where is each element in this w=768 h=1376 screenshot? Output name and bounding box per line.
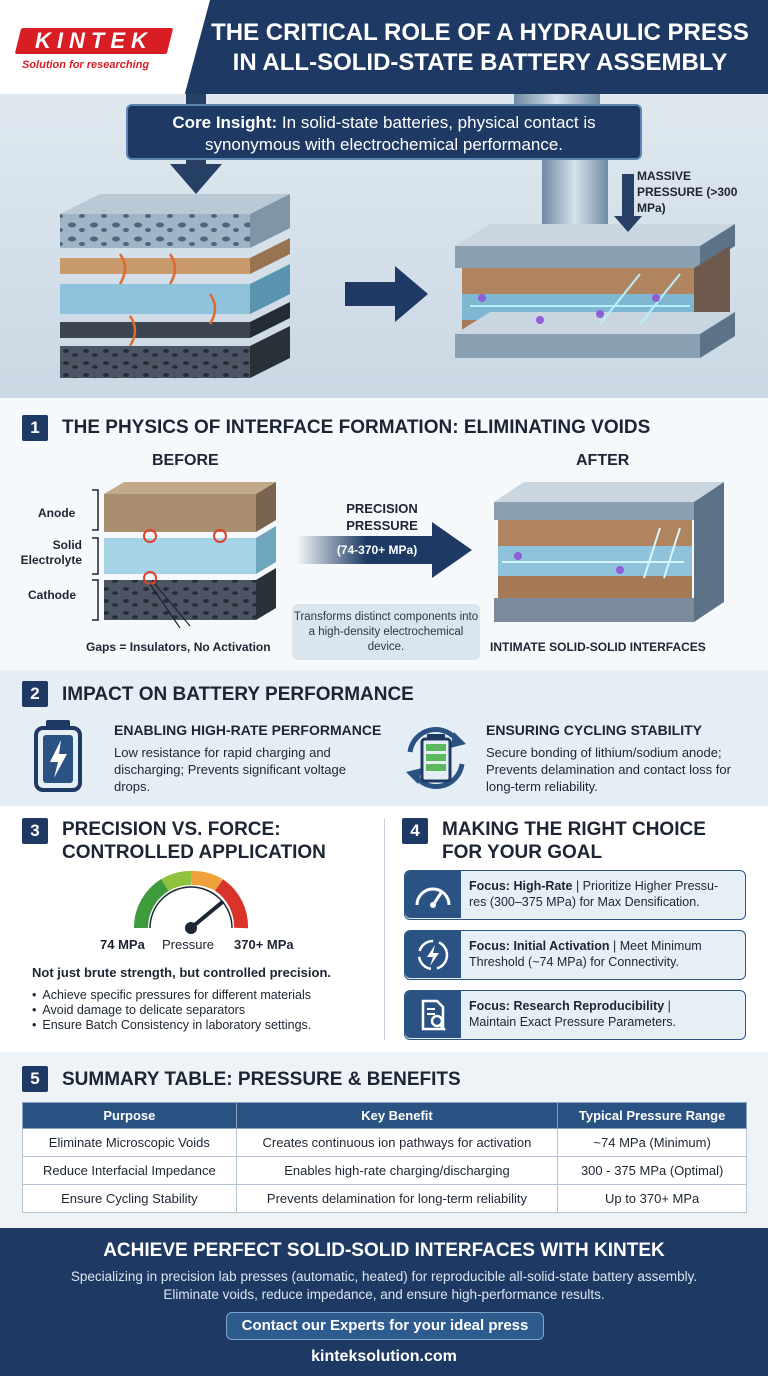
section-2-number: 2 xyxy=(22,681,48,707)
section-4-title-line1: MAKING THE RIGHT CHOICE xyxy=(442,819,706,840)
goal-card-research-reproducibility: Focus: Research Reproducibility | Maintai… xyxy=(404,990,746,1040)
goal-card-initial-activation: Focus: Initial Activation | Meet Minimum… xyxy=(404,930,746,980)
gauge-pressure-label: Pressure xyxy=(162,937,215,952)
core-insight-text: In solid-state batteries, physical conta… xyxy=(204,113,596,154)
table-cell: ~74 MPa (Minimum) xyxy=(557,1128,747,1157)
goal-card-icon-box xyxy=(405,871,461,918)
goal-card-text: Focus: Research Reproducibility | Maintai… xyxy=(469,998,743,1030)
goal-card-icon-box xyxy=(405,931,461,978)
gauge-min-label: 74 MPa xyxy=(100,937,145,952)
unpressed-layer-stack xyxy=(60,194,290,378)
goal-card-high-rate: Focus: High-Rate | Prioritize Higher Pre… xyxy=(404,870,746,920)
high-rate-title: ENABLING HIGH-RATE PERFORMANCE xyxy=(114,722,382,738)
logo-tagline: Solution for researching xyxy=(22,59,150,71)
table-cell: Prevents delamination for long-term reli… xyxy=(235,1184,559,1213)
section-4-title-line2: FOR YOUR GOAL xyxy=(442,842,603,863)
goal-card-icon-box xyxy=(405,991,461,1038)
column-header: Purpose xyxy=(22,1102,237,1129)
precision-pressure-arrow xyxy=(296,522,472,578)
footer-banner xyxy=(0,1228,768,1376)
core-insight-lead: Core Insight: xyxy=(172,113,278,132)
goal-line2: Maintain Exact Pressure Parameters. xyxy=(469,1015,677,1029)
section-1-title: THE PHYSICS OF INTERFACE FORMATION: ELIM… xyxy=(62,417,651,438)
speedometer-icon xyxy=(415,887,451,908)
pressure-gauge xyxy=(133,870,248,934)
before-label: BEFORE xyxy=(152,452,219,469)
footer-description: Specializing in precision lab presses (a… xyxy=(20,1268,748,1304)
goal-line2: Threshold (~74 MPa) for Connectivity. xyxy=(469,955,679,969)
section-performance xyxy=(0,670,768,806)
cycling-stability-title: ENSURING CYCLING STABILITY xyxy=(486,722,702,738)
table-cell: Enables high-rate charging/discharging xyxy=(235,1156,559,1185)
bullet-item: Achieve specific pressures for different… xyxy=(32,988,311,1003)
activation-bolt-icon xyxy=(417,939,449,971)
before-stack-illustration xyxy=(92,482,276,629)
section-5-number: 5 xyxy=(22,1066,48,1092)
section-2-title: IMPACT ON BATTERY PERFORMANCE xyxy=(62,684,414,705)
massive-pressure-label: MASSIVE PRESSURE (>300 MPa) xyxy=(637,169,738,215)
gauge-max-label: 370+ MPa xyxy=(234,937,294,952)
summary-table: Purpose Key Benefit Typical Pressure Ran… xyxy=(22,1102,747,1213)
goal-line1: | xyxy=(664,999,671,1013)
table-cell: 300 - 375 MPa (Optimal) xyxy=(557,1156,747,1185)
contact-experts-button[interactable]: Contact our Experts for your ideal press xyxy=(226,1312,544,1340)
document-search-icon xyxy=(421,999,446,1031)
table-cell: Reduce Interfacial Impedance xyxy=(22,1156,237,1185)
footer-desc-line1: Specializing in precision lab presses (a… xyxy=(70,1269,698,1284)
core-insight-box: Core Insight: In solid-state batteries, … xyxy=(126,104,642,160)
goal-line1: | Meet Minimum xyxy=(609,939,702,953)
page-title: THE CRITICAL ROLE OF A HYDRAULIC PRESS I… xyxy=(211,19,749,76)
table-row: Reduce Interfacial Impedance Enables hig… xyxy=(22,1156,747,1185)
gaps-label: Gaps = Insulators, No Activation xyxy=(86,640,271,654)
solid-electrolyte-label: Solid Electrolyte xyxy=(20,538,82,567)
footer-title: ACHIEVE PERFECT SOLID-SOLID INTERFACES W… xyxy=(103,1240,665,1261)
interfaces-label: INTIMATE SOLID-SOLID INTERFACES xyxy=(490,640,706,654)
goal-card-text: Focus: Initial Activation | Meet Minimum… xyxy=(469,938,743,970)
table-cell: Up to 370+ MPa xyxy=(557,1184,747,1213)
table-cell: Creates continuous ion pathways for acti… xyxy=(235,1128,559,1157)
section-3-number: 3 xyxy=(22,818,48,844)
table-cell: Eliminate Microscopic Voids xyxy=(22,1128,237,1157)
goal-focus: Focus: Initial Activation xyxy=(469,939,610,953)
cycling-battery-icon xyxy=(406,727,466,789)
table-row: Eliminate Microscopic Voids Creates cont… xyxy=(22,1128,747,1157)
table-cell: Ensure Cycling Stability xyxy=(22,1184,237,1213)
goal-focus: Focus: Research Reproducibility xyxy=(469,999,665,1013)
logo-text: KINTEK xyxy=(35,28,153,53)
precision-bullet-list: Achieve specific pressures for different… xyxy=(32,988,311,1033)
table-row: Ensure Cycling Stability Prevents delami… xyxy=(22,1184,747,1213)
precision-pressure-label: PRECISION PRESSURE xyxy=(346,501,418,533)
footer-desc-line2: Eliminate voids, reduce impedance, and e… xyxy=(163,1287,605,1302)
goal-card-text: Focus: High-Rate | Prioritize Higher Pre… xyxy=(469,878,743,910)
anode-label: Anode xyxy=(38,506,76,520)
column-header: Typical Pressure Range xyxy=(557,1102,747,1129)
section-3-title-line2: CONTROLLED APPLICATION xyxy=(62,842,326,863)
bullet-item: Ensure Batch Consistency in laboratory s… xyxy=(32,1018,311,1033)
after-stack-illustration xyxy=(494,482,724,622)
gauge-needle xyxy=(189,900,224,930)
bullet-item: Avoid damage to delicate separators xyxy=(32,1003,311,1018)
section-4-number: 4 xyxy=(402,818,428,844)
cycling-stability-desc: Secure bonding of lithium/sodium anode; … xyxy=(486,745,731,794)
goal-line2: res (300–375 MPa) for Max Densification. xyxy=(469,895,700,909)
pressed-layer-stack xyxy=(455,94,735,358)
section-1-number: 1 xyxy=(22,415,48,441)
battery-bolt-icon xyxy=(34,720,82,792)
section-5-title: SUMMARY TABLE: PRESSURE & BENEFITS xyxy=(62,1069,461,1090)
column-divider xyxy=(384,818,385,1040)
goal-focus: Focus: High-Rate xyxy=(469,879,573,893)
website-link[interactable]: kinteksolution.com xyxy=(311,1348,457,1365)
high-rate-desc: Low resistance for rapid charging and di… xyxy=(114,745,346,794)
cathode-label: Cathode xyxy=(28,588,76,602)
pressure-range-label: (74-370+ MPa) xyxy=(336,543,418,557)
after-label: AFTER xyxy=(576,452,630,469)
table-header-row: Purpose Key Benefit Typical Pressure Ran… xyxy=(22,1102,747,1129)
transform-note: Transforms distinct components into a hi… xyxy=(292,604,480,660)
hero-illustration xyxy=(60,94,735,378)
goal-line1: | Prioritize Higher Pressu- xyxy=(572,879,719,893)
column-header: Key Benefit xyxy=(235,1102,559,1129)
section-3-title-line1: PRECISION VS. FORCE: xyxy=(62,819,281,840)
precision-statement: Not just brute strength, but controlled … xyxy=(32,965,332,980)
